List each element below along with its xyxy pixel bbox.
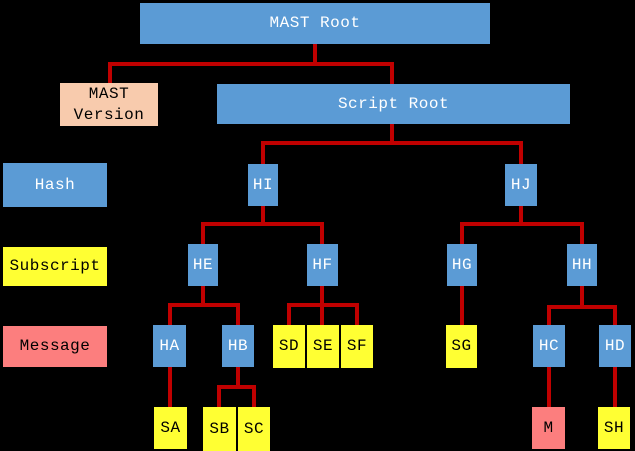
connector-line — [236, 367, 240, 387]
connector-line — [201, 222, 324, 226]
node-hj: HJ — [505, 164, 537, 206]
connector-line — [168, 303, 172, 325]
node-sf: SF — [341, 325, 373, 368]
connector-line — [252, 385, 256, 407]
node-hc: HC — [533, 325, 565, 367]
connector-line — [580, 286, 584, 308]
connector-line — [320, 222, 324, 244]
node-ha: HA — [153, 325, 186, 367]
connector-line — [236, 303, 240, 325]
row-label-hash: Hash — [3, 163, 107, 207]
connector-line — [261, 141, 523, 145]
row-label-message: Message — [3, 326, 107, 367]
connector-line — [168, 303, 240, 307]
node-hg: HG — [447, 244, 477, 286]
connector-line — [460, 222, 464, 244]
connector-line — [287, 303, 291, 325]
node-sa: SA — [154, 407, 187, 449]
connector-line — [519, 206, 523, 226]
node-sg: SG — [446, 325, 477, 368]
node-he: HE — [188, 244, 218, 286]
node-sb: SB — [203, 407, 236, 451]
connector-line — [217, 385, 221, 407]
node-script-root: Script Root — [217, 84, 570, 124]
node-hh: HH — [567, 244, 597, 286]
node-sc: SC — [238, 407, 270, 451]
node-hd: HD — [599, 325, 631, 367]
connector-line — [217, 385, 256, 389]
connector-line — [519, 141, 523, 164]
connector-line — [168, 367, 172, 407]
connector-line — [547, 305, 617, 309]
connector-line — [201, 286, 205, 306]
connector-line — [580, 222, 584, 244]
node-mast-version: MAST Version — [60, 83, 158, 126]
connector-line — [460, 222, 584, 226]
connector-line — [355, 303, 359, 325]
connector-line — [261, 141, 265, 164]
connector-line — [613, 305, 617, 325]
node-mast-root: MAST Root — [140, 3, 490, 44]
connector-line — [390, 62, 394, 84]
connector-line — [287, 303, 359, 307]
connector-line — [261, 206, 265, 226]
connector-line — [108, 62, 112, 83]
connector-line — [547, 367, 551, 407]
connector-line — [201, 222, 205, 244]
row-label-subscript: Subscript — [3, 247, 107, 286]
node-sd: SD — [273, 325, 305, 368]
node-hf: HF — [307, 244, 338, 286]
node-hb: HB — [222, 325, 254, 367]
connector-line — [613, 367, 617, 407]
connector-line — [390, 124, 394, 144]
connector-line — [108, 62, 394, 66]
node-sh: SH — [598, 407, 630, 449]
connector-line — [313, 44, 317, 65]
connector-line — [460, 286, 464, 325]
node-se: SE — [307, 325, 339, 368]
node-m: M — [532, 407, 565, 449]
node-hi: HI — [248, 164, 278, 206]
connector-line — [547, 305, 551, 325]
